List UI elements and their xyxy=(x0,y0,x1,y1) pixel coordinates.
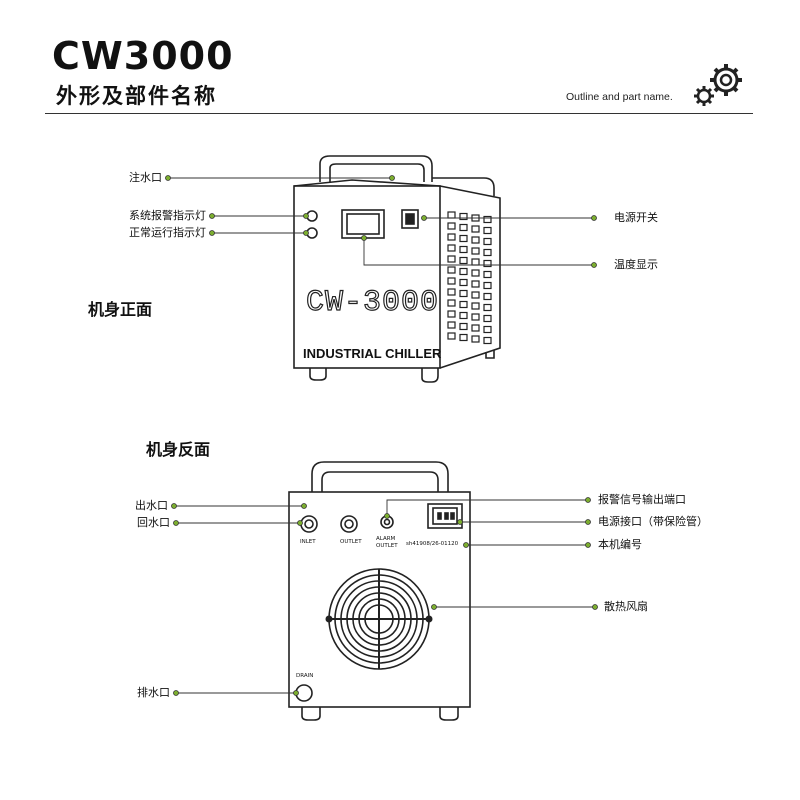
body-model-text: CW-3000 xyxy=(305,285,440,320)
label-temp-display: 温度显示 xyxy=(614,258,658,271)
label-run-light: 正常运行指示灯 xyxy=(129,226,206,239)
vent-slot xyxy=(447,288,456,296)
vent-slot xyxy=(459,333,468,342)
vent-slot xyxy=(483,259,492,268)
vent-slot xyxy=(459,311,468,320)
vent-slot xyxy=(483,292,492,301)
gear-small-icon xyxy=(694,86,714,106)
vent-slot xyxy=(471,280,480,288)
vent-slot xyxy=(459,300,468,309)
vent-slot xyxy=(459,256,468,265)
vent-slot xyxy=(459,212,468,221)
vent-slot xyxy=(483,226,492,235)
label-serial-number: 本机编号 xyxy=(598,538,642,551)
vent-slot xyxy=(447,222,456,230)
vent-slot xyxy=(447,332,456,340)
vent-slot xyxy=(471,324,480,332)
vent-slot xyxy=(447,310,456,318)
vent-slot xyxy=(459,322,468,331)
alarm-port-text-1: ALARM xyxy=(376,536,396,542)
back-view-title: 机身反面 xyxy=(146,440,211,459)
side-vents xyxy=(447,211,492,345)
vent-slot xyxy=(459,245,468,254)
label-alarm-light: 系统报警指示灯 xyxy=(129,209,206,222)
label-power-switch: 电源开关 xyxy=(614,211,658,224)
vent-slot xyxy=(471,236,480,244)
vent-slot xyxy=(447,299,456,307)
page-subtitle: 外形及部件名称 xyxy=(56,84,217,108)
vent-slot xyxy=(483,237,492,246)
gear-icon xyxy=(710,64,742,96)
vent-slot xyxy=(459,223,468,232)
vent-slot xyxy=(447,244,456,252)
vent-slot xyxy=(459,267,468,276)
label-water-return: 回水口 xyxy=(137,516,170,529)
label-water-inlet: 注水口 xyxy=(129,171,162,184)
vent-slot xyxy=(459,234,468,243)
vent-slot xyxy=(483,270,492,279)
label-alarm-signal-port: 报警信号输出端口 xyxy=(598,493,686,506)
vent-slot xyxy=(471,258,480,266)
vent-slot xyxy=(447,277,456,285)
vent-slot xyxy=(483,303,492,312)
drain-port-text: DRAIN xyxy=(296,673,314,679)
vent-slot xyxy=(471,269,480,277)
vent-slot xyxy=(483,314,492,323)
vent-slot xyxy=(447,321,456,329)
front-view-title: 机身正面 xyxy=(88,300,153,319)
vent-slot xyxy=(483,248,492,257)
inlet-port-text: INLET xyxy=(300,539,316,545)
model-title: CW3000 xyxy=(52,34,234,78)
vent-slot xyxy=(471,335,480,343)
english-caption: Outline and part name. xyxy=(566,91,673,103)
serial-plate-text: sh41908/26-01120 xyxy=(406,541,459,547)
vent-slot xyxy=(471,291,480,299)
header-divider xyxy=(45,113,753,114)
vent-slot xyxy=(447,211,456,219)
vent-slot xyxy=(471,313,480,321)
vent-slot xyxy=(483,336,492,345)
label-water-outlet: 出水口 xyxy=(135,499,168,512)
label-cooling-fan: 散热风扇 xyxy=(604,600,648,613)
vent-slot xyxy=(483,325,492,334)
front-chiller-drawing xyxy=(293,155,501,383)
vent-slot xyxy=(447,266,456,274)
vent-slot xyxy=(471,302,480,310)
vent-slot xyxy=(447,255,456,263)
body-name-text: INDUSTRIAL CHILLER xyxy=(303,346,442,361)
vent-slot xyxy=(447,233,456,241)
vent-slot xyxy=(459,278,468,287)
vent-slot xyxy=(483,281,492,290)
outlet-port-text: OUTLET xyxy=(340,539,362,545)
label-drain-port: 排水口 xyxy=(137,686,170,699)
label-power-socket: 电源接口（带保险管） xyxy=(598,515,708,528)
vent-slot xyxy=(471,247,480,255)
vent-slot xyxy=(459,289,468,298)
vent-slot xyxy=(483,215,492,224)
alarm-port-text-2: OUTLET xyxy=(376,543,398,549)
back-chiller-drawing xyxy=(288,461,471,721)
vent-slot xyxy=(471,225,480,233)
